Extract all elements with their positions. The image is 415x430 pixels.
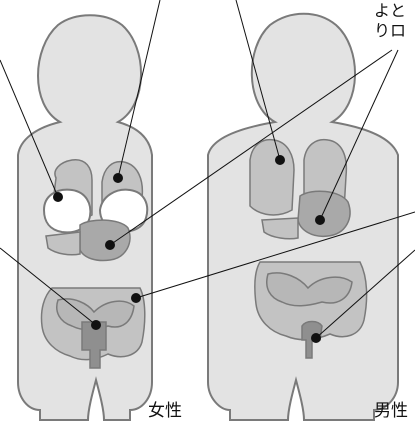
label-female: 女性 bbox=[148, 401, 182, 421]
male-left-lung bbox=[250, 140, 294, 215]
male-stomach bbox=[298, 191, 350, 236]
male-figure bbox=[208, 14, 398, 420]
female-stomach bbox=[80, 220, 130, 260]
corner-text-line1: よと bbox=[374, 1, 406, 20]
female-figure bbox=[18, 15, 152, 420]
corner-text-line2: りロ bbox=[374, 21, 406, 40]
label-male: 男性 bbox=[374, 401, 408, 421]
